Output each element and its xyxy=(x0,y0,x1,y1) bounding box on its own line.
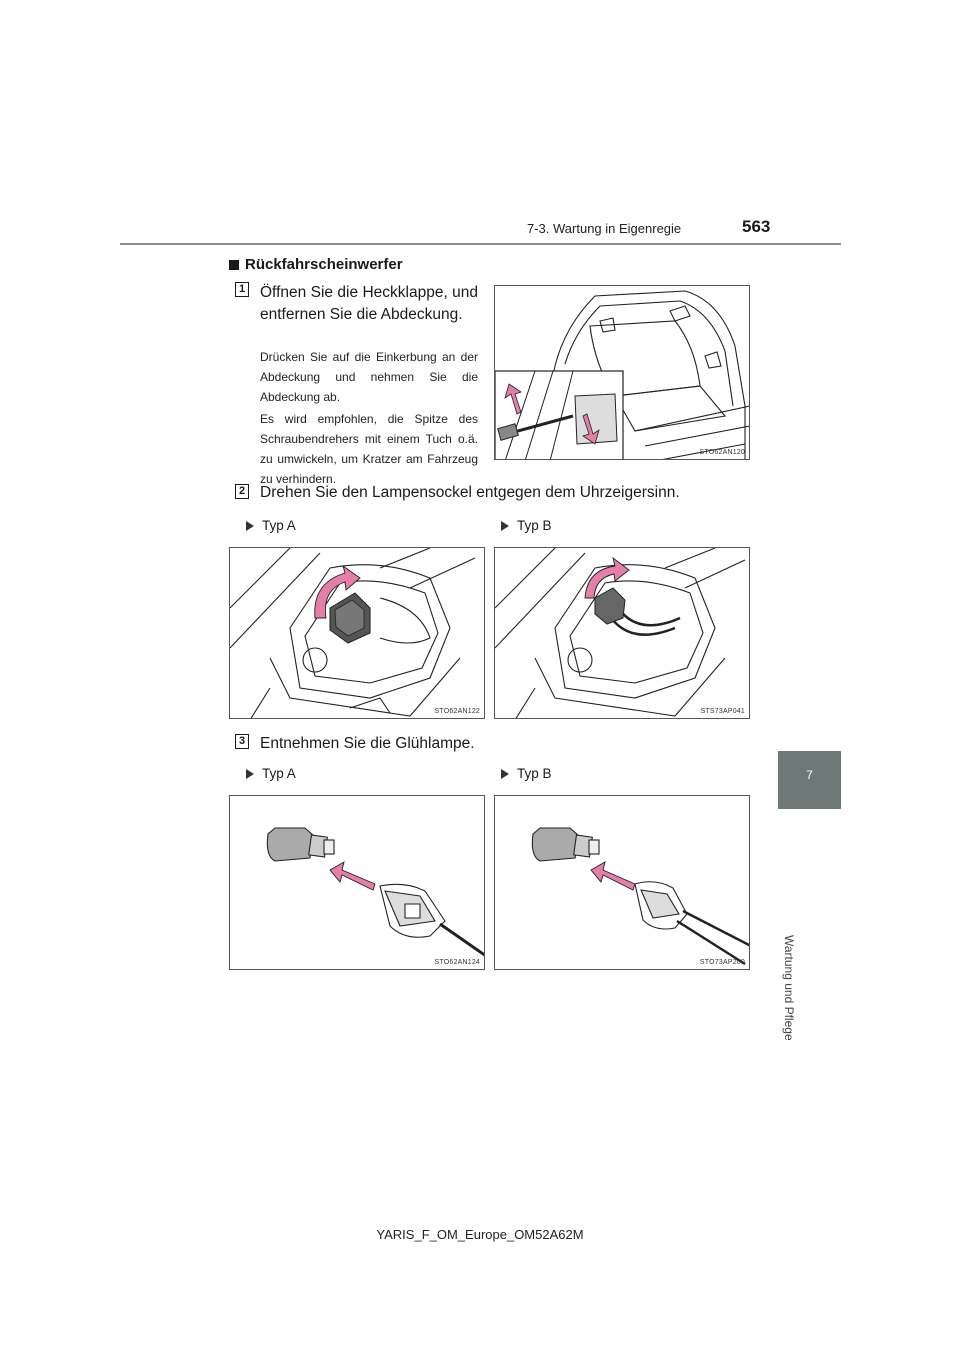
variant-label-text: Typ A xyxy=(262,766,296,781)
step-3-title: Entnehmen Sie die Glühlampe. xyxy=(260,735,475,752)
figure-socket-type-b: STS73AP041 xyxy=(494,547,750,719)
triangle-bullet-icon xyxy=(246,768,254,779)
triangle-bullet-icon xyxy=(246,520,254,531)
socket-a-illustration xyxy=(230,548,476,718)
bulb-b-illustration xyxy=(531,827,749,966)
variant-label-text: Typ B xyxy=(517,766,552,781)
figure-code: STS73AP041 xyxy=(700,708,745,715)
figure-code: STO62AN124 xyxy=(434,959,480,966)
figure-code: STO73AP200 xyxy=(699,959,745,966)
footer-doc-id: YARIS_F_OM_Europe_OM52A62M xyxy=(376,1227,584,1242)
step-3-variant-a-label: Typ A xyxy=(246,766,296,781)
tailgate-illustration xyxy=(495,290,749,459)
figure-socket-type-a: STO62AN122 xyxy=(229,547,485,719)
step-2-variant-a-label: Typ A xyxy=(246,518,296,533)
figure-tailgate-cover: STO62AN120 xyxy=(494,285,750,460)
page-number: 563 xyxy=(742,217,771,236)
chapter-label: Wartung und Pflege xyxy=(782,935,796,1041)
variant-label-text: Typ B xyxy=(517,518,552,533)
figure-bulb-type-a: STO62AN124 xyxy=(229,795,485,970)
step-3-variant-b-label: Typ B xyxy=(501,766,552,781)
socket-b-illustration xyxy=(495,548,746,718)
chapter-tab xyxy=(778,751,841,809)
figure-code: STO62AN122 xyxy=(434,708,480,715)
section-heading-text: Rückfahrscheinwerfer xyxy=(245,256,403,273)
step-1-note-2: Es wird empfohlen, die Spitze des Schrau… xyxy=(260,412,478,486)
step-number-2: 2 xyxy=(235,484,249,499)
header-divider xyxy=(120,243,841,245)
step-2-variant-b-label: Typ B xyxy=(501,518,552,533)
step-number-3: 3 xyxy=(235,734,249,749)
figure-code: STO62AN120 xyxy=(699,449,745,456)
triangle-bullet-icon xyxy=(501,768,509,779)
triangle-bullet-icon xyxy=(501,520,509,531)
step-2-title: Drehen Sie den Lampensockel entgegen dem… xyxy=(260,484,680,501)
header-section-title: 7-3. Wartung in Eigenregie xyxy=(527,221,682,236)
step-number-1: 1 xyxy=(235,282,249,297)
figure-bulb-type-b: STO73AP200 xyxy=(494,795,750,970)
bulb-a-illustration xyxy=(266,827,484,957)
square-bullet-icon xyxy=(229,259,239,270)
variant-label-text: Typ A xyxy=(262,518,296,533)
step-1-note-1: Drücken Sie auf die Einkerbung an der Ab… xyxy=(260,350,478,404)
step-1-title: Öffnen Sie die Heckklappe, und entfernen… xyxy=(260,284,478,323)
chapter-number: 7 xyxy=(806,768,813,782)
section-heading: Rückfahrscheinwerfer xyxy=(229,256,403,273)
